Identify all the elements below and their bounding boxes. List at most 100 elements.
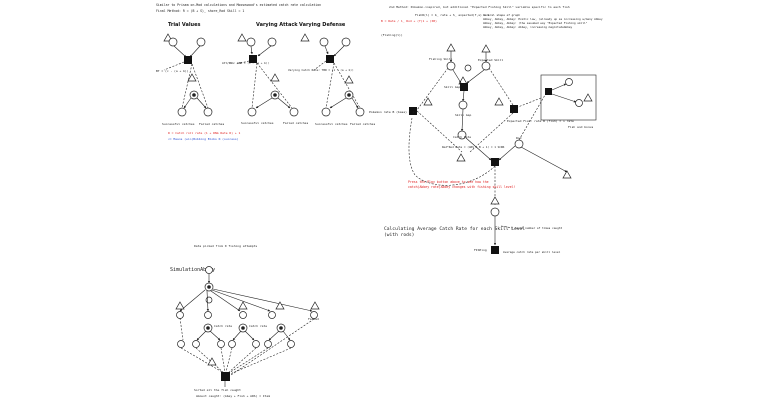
- triangle-node: [275, 301, 285, 310]
- triangle-node: [494, 97, 504, 106]
- right-network: Fishing Skill Expected Skill Skill Gap S…: [369, 43, 597, 254]
- fishing-label: FISHing: [474, 248, 487, 252]
- circle-node: [168, 37, 178, 47]
- method2-title: 2nd Method: Pokemon-inspired, but additi…: [389, 5, 570, 9]
- circle-node: [246, 37, 256, 47]
- panel-varying-attack: Varying Attack Att/RNG: TBR = (1 - (a + …: [222, 22, 308, 125]
- triangle-node: [490, 196, 500, 205]
- circle-node: [264, 340, 272, 348]
- xor-center-icon: [206, 326, 210, 330]
- panel-title-attack: Varying Attack: [256, 22, 298, 28]
- circle-node: [267, 37, 277, 47]
- circle-node: [268, 311, 276, 319]
- sim-top-note: Data picked from 0 fishing attempts: [194, 244, 257, 248]
- panel-title-defense: Varying Defense: [299, 22, 346, 28]
- sim-title: SimulationAbbey: [170, 267, 215, 273]
- rod-factor-label: Rod*Rod Rate = (ARS + B + 1) = 1 SCRR: [442, 145, 505, 149]
- graph-note: Abbey, Abbey, Abbey: (the assumed way "E…: [483, 21, 588, 25]
- circle-node: [287, 340, 295, 348]
- sim-leaves: [196, 330, 291, 341]
- circle-node: [565, 78, 573, 86]
- circle-node: [310, 311, 318, 319]
- failed-label: Failed catches: [283, 121, 308, 125]
- avg-rate-label: Average catch rate per skill level: [503, 250, 561, 254]
- expected-fish-node: [510, 105, 518, 113]
- circle-node: [228, 340, 236, 348]
- rod-node: [514, 139, 524, 149]
- avg-rate-node: [491, 246, 499, 254]
- graph-note: General shape of graph: [483, 13, 520, 17]
- fish-bonus-box: [540, 74, 597, 121]
- triangle-node: [583, 93, 593, 102]
- circle-node: [217, 340, 225, 348]
- panel-trial: Trial Values BT = (c - (a + b)) Successf…: [156, 22, 224, 126]
- circle-node: [319, 37, 329, 47]
- catch-box-node: [491, 158, 499, 166]
- triangle-node: [187, 73, 197, 82]
- triangle-node: [446, 43, 456, 52]
- successful-label: Successful catches: [162, 122, 195, 126]
- circle-node: [177, 340, 185, 348]
- red-note-line2: catch(Abbey rate)Abbey changes with fish…: [408, 185, 516, 189]
- sim-dashed-collect: [179, 317, 315, 376]
- triangle-node: [270, 73, 280, 82]
- successful-label: Successful catches: [241, 121, 274, 125]
- sim-bottom-line2: Amount caught: (Abey + Fish + ARS) = Ite…: [196, 394, 270, 398]
- expected-fish-label: Expected Fish: rate B (fish) = 1 rate: [507, 119, 574, 123]
- triangle-node: [237, 33, 247, 42]
- skill-gap-node: [458, 100, 468, 110]
- expected-skill-node: [481, 61, 491, 71]
- circle-node: [205, 266, 213, 274]
- triangle-node: [562, 170, 572, 179]
- fish-and-bonus-label: Fish and bonus: [568, 125, 593, 129]
- circle-node: [177, 107, 187, 117]
- pokemon-rate-label: Pokemon rate B (base) = 1: [369, 110, 414, 114]
- sim-branches: [179, 288, 313, 312]
- catch-rate-label: Catch Rate: [453, 135, 471, 139]
- collect-node: [221, 372, 230, 381]
- circle-node: [192, 340, 200, 348]
- triangle-node: [175, 301, 185, 310]
- count-node: [490, 207, 500, 217]
- circle-node: [204, 311, 212, 319]
- xor-center-icon: [347, 93, 351, 97]
- circle-node: [464, 64, 472, 72]
- method2-sub: (Fishing(l)): [381, 33, 403, 37]
- triangle-node: [458, 76, 468, 85]
- triangle-node: [238, 301, 248, 310]
- triangle-node: [481, 44, 491, 53]
- circle-node: [321, 107, 331, 117]
- graph-notes: General shape of graph Abbey, Abbey, Abb…: [483, 13, 603, 29]
- calc-title-line1: Calculating Average Catch Rate for each …: [384, 226, 525, 232]
- attack-label: Att/RNG: TBR = (1 - (a + b)): [222, 61, 269, 65]
- circle-node: [203, 107, 213, 117]
- simulation-network: Data picked from 0 fishing attempts Simu…: [170, 244, 320, 398]
- circle-node: [575, 99, 583, 107]
- triangle-node: [423, 97, 433, 106]
- skill-gap-label: Skill Gap: [455, 113, 471, 117]
- xor-center-icon: [279, 326, 283, 330]
- circle-node: [252, 340, 260, 348]
- panel-title-trial: Trial Values: [168, 22, 201, 28]
- triangle-node: [456, 153, 466, 162]
- header-line2: Final Method: R = (B + S)_ shore_Rod Ski…: [156, 9, 244, 13]
- calc-title-line2: (with rods): [384, 232, 414, 238]
- decision-node: [326, 55, 334, 63]
- circle-node: [247, 107, 257, 117]
- fish-bonus-node: [545, 88, 552, 95]
- triangle-node: [344, 75, 354, 84]
- expected-skill-label: Expected Skill: [478, 58, 503, 62]
- circle-node: [341, 37, 351, 47]
- decision-node: [184, 56, 192, 64]
- red-note: R = Catch roll rate (1 + RNG Rate R) + 1: [168, 131, 240, 135]
- circle-node: [239, 311, 247, 319]
- circle-node: [196, 37, 206, 47]
- decision-node: [460, 83, 468, 91]
- xor-center-icon: [192, 93, 196, 97]
- failed-label: Failed catches: [350, 122, 375, 126]
- fishing-skill-label: Fishing Skill: [429, 57, 453, 61]
- graph-note: Abbey, Abbey, Abbey: Abbey, increasing m…: [483, 25, 573, 29]
- defense-label: Varying Catch Rate: TBR = (1 - (a + b)): [288, 68, 354, 72]
- xor-center-icon: [207, 285, 211, 289]
